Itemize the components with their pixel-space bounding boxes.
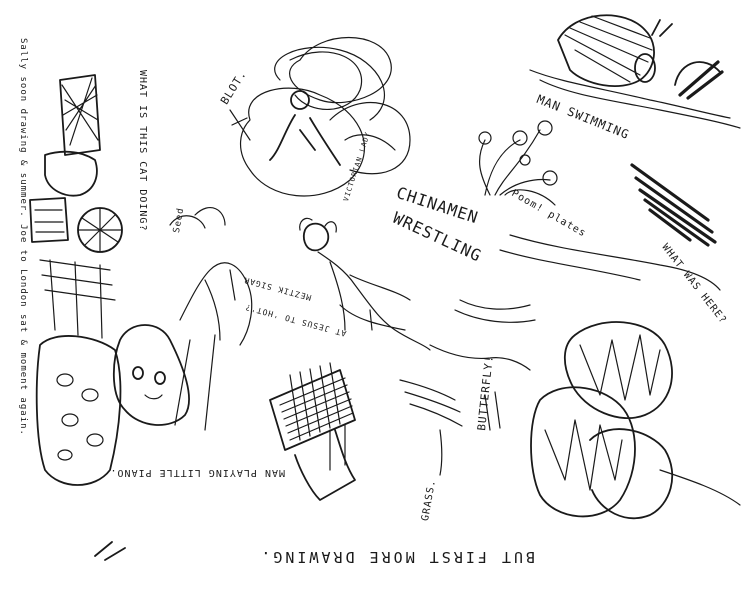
- flowers-drawing: [478, 120, 558, 206]
- what-was-here-strokes: [630, 163, 717, 247]
- grass-strokes: [399, 379, 501, 476]
- blot-scribble: [229, 36, 411, 197]
- cat-drawing: [112, 207, 253, 431]
- piano-drawing: [269, 362, 356, 501]
- butterfly-drawing: [530, 321, 741, 520]
- footer-flourish: [94, 541, 126, 561]
- note-footer: BUT FIRST MORE DRAWING.: [258, 548, 535, 566]
- left-column-sketches: [29, 74, 123, 486]
- swimmer-drawing: [529, 14, 741, 129]
- note-cat-question: WHAT IS THIS CAT DOING?: [137, 70, 148, 232]
- note-side: Sally soon drawing & summer. Joe to Lond…: [18, 38, 28, 436]
- victorian-lady-drawing: [299, 217, 431, 351]
- note-piano: MAN PLAYING LITTLE PIANO.: [109, 467, 285, 478]
- wrestling-lines: [429, 234, 721, 371]
